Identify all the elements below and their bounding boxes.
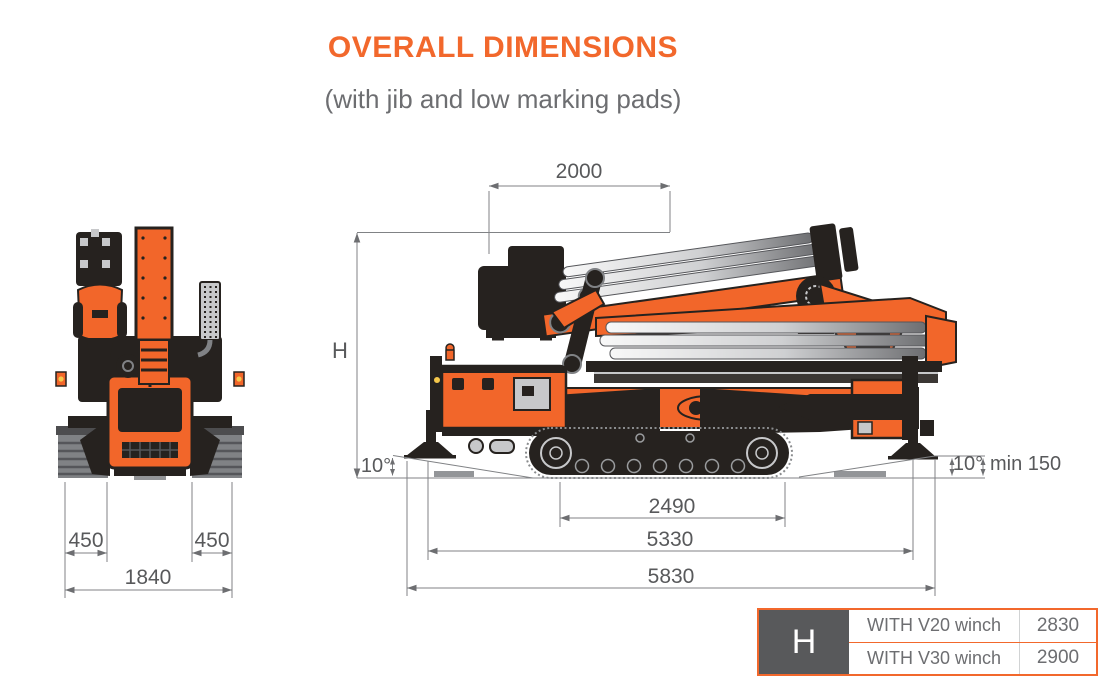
dim-label-overall-length: 5830 [647,565,695,588]
side-knuckle-link [550,268,606,374]
slope-line-right [798,455,936,478]
spec-row-label: WITH V30 winch [866,647,1002,668]
dim-label-height-symbol: H [332,338,348,363]
spec-table-rows: WITH V20 winch 2830 WITH V30 winch 2900 [849,610,1096,674]
dim-label-track-width-left: 450 [68,529,104,552]
side-cab [430,343,570,454]
side-marking-pads [434,471,886,477]
front-beacon-left [55,371,67,387]
side-view-illustration [404,223,957,479]
table-row: WITH V30 winch 2900 [849,641,1096,674]
dim-label-length-over-pads: 5330 [646,528,694,551]
front-beacon-right [233,371,245,387]
page-subtitle: (with jib and low marking pads) [324,84,682,114]
ext-lines-2000 [488,191,671,254]
dim-label-top-width: 2000 [555,160,603,183]
dim-label-track-length: 2490 [648,495,696,518]
front-body [106,374,194,480]
front-boom-tower [116,226,174,385]
slope-line-left [392,455,534,479]
side-crawler-track [525,427,793,479]
side-left-outrigger-pad [404,410,456,459]
spec-row-value: 2900 [1019,642,1096,674]
spec-row-value: 2830 [1019,610,1096,642]
dim-label-tilt-right: 10° [952,453,984,475]
spec-table-symbol: H [759,610,849,674]
dim-label-ground-clearance: min 150 [990,453,1062,475]
front-extension-lines [64,482,233,598]
side-main-boom [586,296,957,383]
front-view-illustration [55,226,245,480]
dim-label-track-width-right: 450 [194,529,230,552]
spec-row-label: WITH V20 winch [866,615,1002,636]
side-rear-body [778,356,934,440]
front-hook-block [73,229,127,358]
dim-label-overall-width: 1840 [124,566,172,589]
table-row: WITH V20 winch 2830 [849,610,1096,642]
height-spec-table: H WITH V20 winch 2830 WITH V30 winch 290… [757,608,1098,676]
page-title: OVERALL DIMENSIONS [327,31,679,64]
dim-label-tilt-left: 10° [360,455,392,477]
side-extension-lines [406,459,936,596]
side-right-outrigger-pad [888,408,938,460]
front-radiator [197,281,221,358]
